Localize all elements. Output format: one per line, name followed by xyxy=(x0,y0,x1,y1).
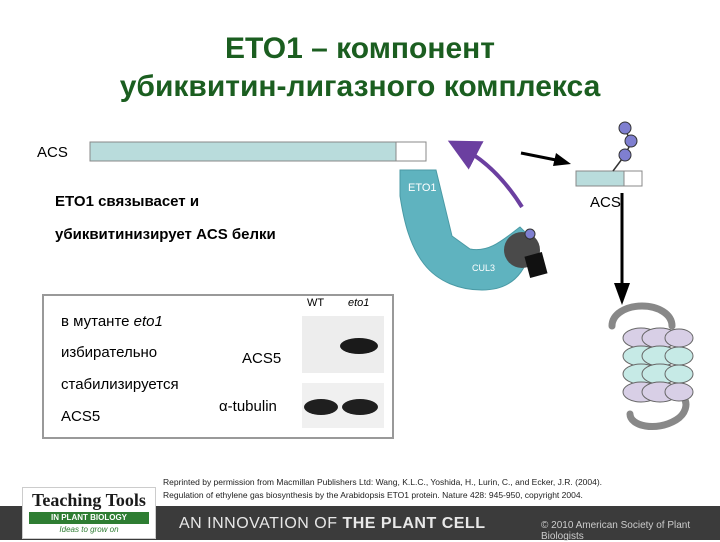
proteasome xyxy=(612,306,693,427)
mutant-line2: избирательно xyxy=(61,344,157,361)
blot-row-acs5: ACS5 xyxy=(242,350,281,367)
black-arrow-down xyxy=(614,193,630,305)
blot-column-eto1: eto1 xyxy=(348,297,369,309)
ubiquitin-chain xyxy=(613,122,637,171)
acs-protein-bar xyxy=(90,142,426,161)
ubiquitination-diagram xyxy=(0,0,720,484)
mutant-line3: стабилизируется xyxy=(61,376,179,393)
mutant-line4: ACS5 xyxy=(61,408,100,425)
credit-line1: Reprinted by permission from Macmillan P… xyxy=(163,475,602,489)
cul3-label: CUL3 xyxy=(472,263,495,273)
teaching-tools-logo: Teaching Tools IN PLANT BIOLOGY Ideas to… xyxy=(22,487,156,539)
black-arrow-right xyxy=(521,153,571,166)
copyright-text: © 2010 American Society of Plant Biologi… xyxy=(541,520,720,542)
western-blot xyxy=(302,316,384,428)
acs-ubiquitinated-bar xyxy=(576,171,642,186)
eto1-label: ETO1 xyxy=(408,182,437,194)
innovation-text: AN INNOVATION OF THE PLANT CELL xyxy=(179,515,485,533)
credit-line2: Regulation of ethylene gas biosynthesis … xyxy=(163,488,583,502)
purple-curved-arrow xyxy=(462,148,522,207)
blot-row-tubulin: α-tubulin xyxy=(219,398,277,415)
mutant-line1: в мутанте eto1 xyxy=(61,313,163,330)
blot-column-wt: WT xyxy=(307,297,324,309)
